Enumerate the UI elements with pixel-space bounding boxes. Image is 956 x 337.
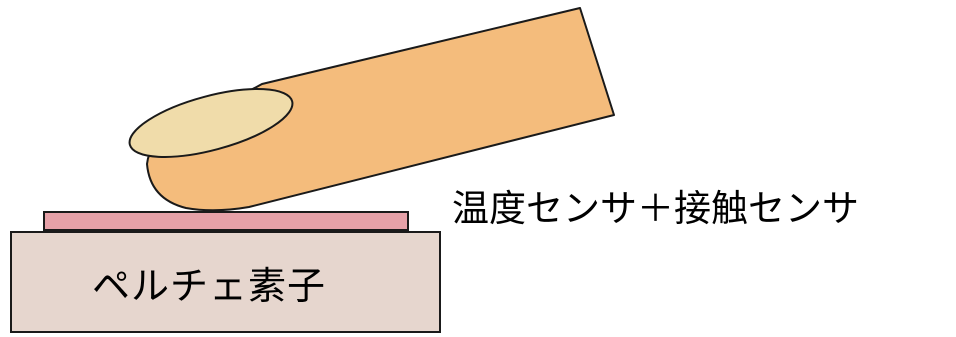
peltier-element-label: ペルチェ素子 [92, 264, 327, 308]
sensor-label: 温度センサ＋接触センサ [452, 187, 859, 230]
sensor-layer [43, 211, 409, 231]
peltier-element [10, 231, 441, 333]
fingernail [128, 88, 294, 158]
